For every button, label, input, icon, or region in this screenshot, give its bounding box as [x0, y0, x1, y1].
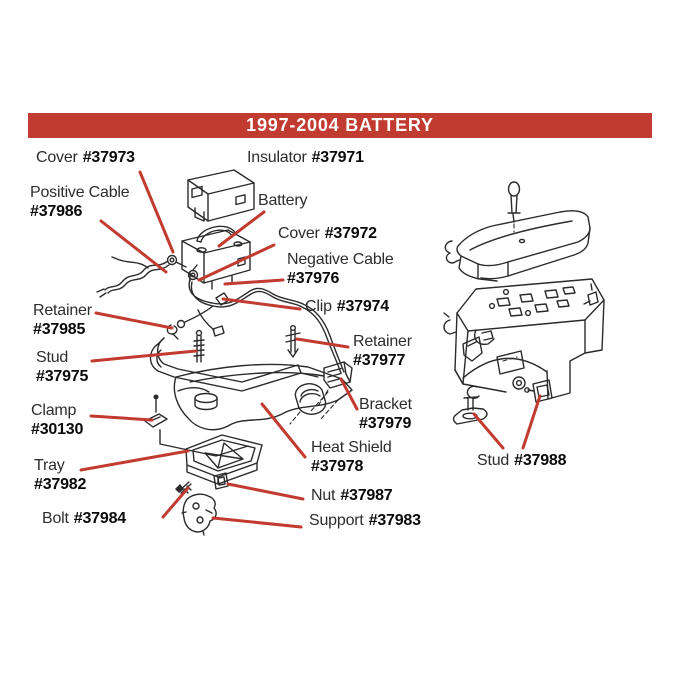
- part-number: #37976: [287, 270, 340, 287]
- leader-line-battery: [217, 210, 266, 248]
- part-label-retainer-37985: Retainer #37985: [33, 301, 92, 339]
- part-name: Bolt: [42, 510, 69, 527]
- leader-line-heat-shield-37978: [260, 402, 307, 459]
- part-name: Retainer: [33, 302, 92, 319]
- fusebox-compartment-illustration: [443, 278, 605, 400]
- part-number: #37987: [340, 487, 393, 504]
- page-title: 1997-2004 BATTERY: [246, 115, 434, 135]
- carrier-frame-illustration: [149, 329, 319, 392]
- part-label-clip-37974: Clip#37974: [305, 297, 389, 316]
- leader-line-support-37983: [211, 516, 303, 529]
- leader-line-stud-37988: [472, 412, 505, 450]
- part-label-battery: Battery: [258, 191, 307, 210]
- insulator-illustration: [187, 169, 255, 222]
- retainer-stud-illustration: [285, 325, 301, 358]
- part-label-bracket-37979: Bracket #37979: [359, 395, 412, 433]
- part-name: Clip: [305, 298, 332, 315]
- part-label-bolt-37984: Bolt#37984: [42, 509, 126, 528]
- leader-line-stud-37975: [90, 349, 198, 363]
- part-name: Battery: [258, 192, 308, 209]
- leader-line-cover-37972: [197, 243, 276, 282]
- shell-piece-illustration: [289, 383, 327, 425]
- part-label-heat-shield-37978: Heat Shield #37978: [311, 438, 392, 476]
- part-label-cover-37972: Cover#37972: [278, 224, 377, 243]
- leader-line-tray-37982: [79, 449, 190, 472]
- leader-line-retainer-37977: [295, 337, 350, 349]
- part-number: #37982: [34, 476, 87, 493]
- part-name: Stud: [477, 452, 510, 469]
- part-number: #37972: [324, 225, 377, 242]
- part-name: Heat Shield: [311, 439, 392, 456]
- part-name: Nut: [311, 487, 336, 504]
- part-name: Cover: [278, 225, 320, 242]
- fusebox-lid-illustration: [444, 181, 591, 282]
- part-number: #37988: [514, 452, 567, 469]
- part-label-retainer-37977: Retainer #37977: [353, 332, 412, 370]
- nut-illustration: [213, 472, 229, 490]
- part-name: Positive Cable: [30, 184, 130, 201]
- part-name: Bracket: [359, 396, 412, 413]
- part-name: Clamp: [31, 402, 77, 419]
- part-number: #37975: [36, 368, 89, 385]
- part-name: Negative Cable: [287, 251, 394, 268]
- part-label-cover-37973: Cover#37973: [36, 148, 135, 167]
- part-number: #37985: [33, 321, 86, 338]
- leader-lines: [79, 170, 542, 529]
- part-number: #37979: [359, 415, 412, 432]
- part-number: #37984: [73, 510, 126, 527]
- part-label-stud-37988: Stud#37988: [477, 451, 567, 470]
- part-name: Tray: [34, 457, 65, 474]
- part-label-support-37983: Support#37983: [309, 511, 421, 530]
- part-label-nut-37987: Nut#37987: [311, 486, 393, 505]
- part-label-stud-37975: Stud #37975: [36, 348, 88, 386]
- part-name: Support: [309, 512, 364, 529]
- part-name: Cover: [36, 149, 78, 166]
- part-label-negative-cable-37976: Negative Cable #37976: [287, 250, 394, 288]
- leader-line-nut-37987: [226, 482, 305, 501]
- leader-line-bracket-37979: [339, 377, 359, 411]
- part-number: #37986: [30, 203, 83, 220]
- battery-cables-illustration: [96, 254, 345, 374]
- part-label-clamp-30130: Clamp #30130: [31, 401, 83, 439]
- part-label-positive-cable-37986: Positive Cable #37986: [30, 183, 130, 221]
- part-number: #37978: [311, 458, 364, 475]
- part-number: #37974: [336, 298, 389, 315]
- stud-hardware-illustration: [452, 376, 553, 425]
- leader-line-negative-cable-37976: [223, 278, 285, 286]
- part-label-tray-37982: Tray #37982: [34, 456, 86, 494]
- leader-line-bolt-37984: [161, 486, 190, 519]
- part-number: #37983: [368, 512, 421, 529]
- part-name: Insulator: [247, 149, 307, 166]
- part-name: Retainer: [353, 333, 412, 350]
- part-number: #30130: [31, 421, 84, 438]
- leader-line-clamp-30130: [89, 414, 154, 422]
- part-number: #37971: [311, 149, 364, 166]
- leader-line-cover-37973: [138, 170, 175, 254]
- leader-line-clip-37974: [221, 297, 302, 311]
- heat-shield-illustration: [173, 363, 353, 431]
- leader-line-retainer-37985: [94, 311, 174, 330]
- part-label-insulator-37971: Insulator#37971: [247, 148, 364, 167]
- leader-line-positive-cable-37986: [99, 219, 168, 274]
- support-illustration: [181, 493, 217, 536]
- leader-line-stud-37988: [521, 394, 542, 450]
- part-number: #37977: [353, 352, 406, 369]
- page-title-banner: 1997-2004 BATTERY: [28, 113, 652, 138]
- part-name: Stud: [36, 349, 69, 366]
- bracket-illustration: [317, 361, 353, 407]
- part-number: #37973: [82, 149, 135, 166]
